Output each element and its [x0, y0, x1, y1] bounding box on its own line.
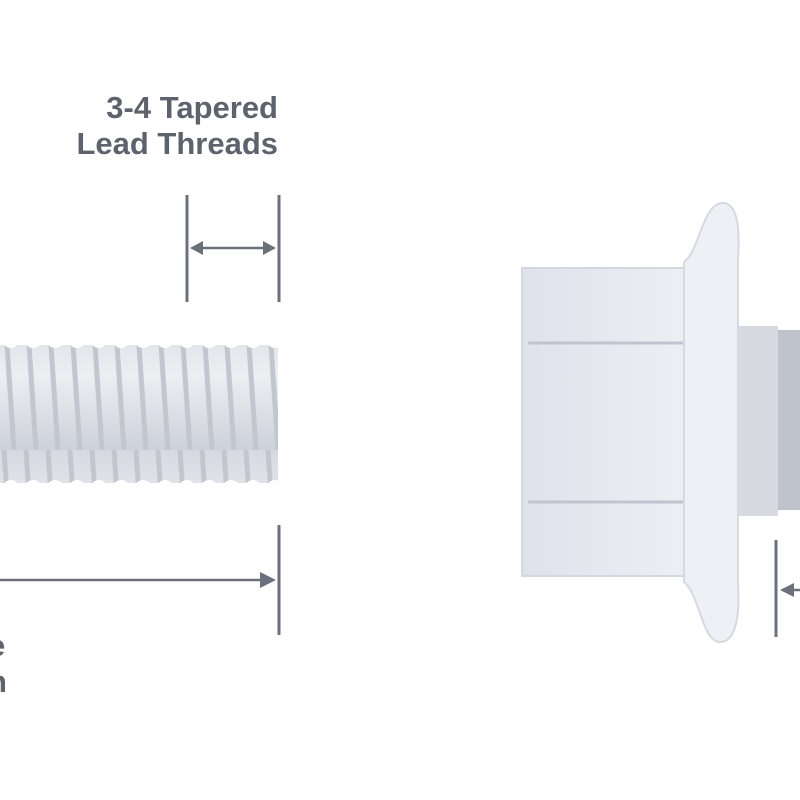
tapered-threads-label: 3-4 Tapered Lead Threads: [76, 90, 278, 162]
tapered-threads-dimension: [185, 195, 281, 302]
length-label-line1: e: [0, 628, 7, 664]
length-label: e n: [0, 628, 7, 700]
tapered-label-line1: 3-4 Tapered: [106, 90, 278, 125]
right-dimension: [774, 540, 800, 637]
length-label-line2: n: [0, 664, 7, 700]
tapered-label-line2: Lead Threads: [76, 126, 278, 161]
threaded-shank: [0, 330, 300, 498]
flange-bolt-head: [521, 201, 800, 644]
length-dimension: [0, 525, 281, 635]
